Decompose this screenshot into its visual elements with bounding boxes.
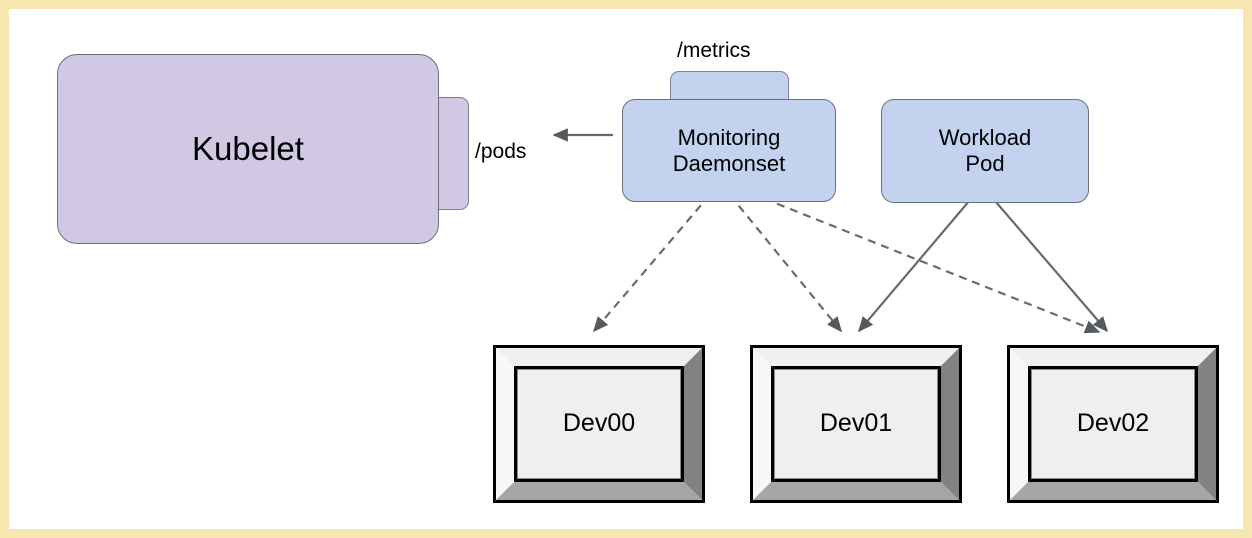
device-inner-panel: Dev01 [774,369,938,479]
device-face-left [1007,345,1031,503]
monitoring-daemonset-label: Monitoring Daemonset [672,124,786,176]
device-face-top [1007,345,1219,369]
device-label: Dev02 [1076,409,1150,438]
workload-pod-node[interactable]: Workload Pod [881,99,1089,203]
edge-monitoring-to-dev01 [720,183,842,333]
kubelet-label: Kubelet [192,129,304,167]
device-face-top [493,345,705,369]
device-face-right [681,345,705,503]
device-label: Dev01 [819,409,893,438]
device-face-bottom [1007,479,1219,503]
metrics-endpoint-label: /metrics [677,39,751,62]
edge-workload-to-dev01 [858,186,982,333]
device-node-dev02[interactable]: Dev02 [1007,345,1219,503]
diagram-stage: Kubelet /pods /metrics Monitoring Daemon… [9,9,1243,529]
pods-endpoint-label: /pods [475,140,527,163]
edge-monitoring-to-dev02 [724,181,1101,334]
device-face-left [493,345,517,503]
device-inner-panel: Dev00 [517,369,681,479]
device-node-dev01[interactable]: Dev01 [750,345,962,503]
device-face-right [1195,345,1219,503]
device-face-bottom [750,479,962,503]
edge-monitoring-to-dev00 [593,183,720,333]
device-node-dev00[interactable]: Dev00 [493,345,705,503]
kubelet-body[interactable]: Kubelet [57,54,439,244]
device-face-top [750,345,962,369]
workload-pod-label: Workload Pod [938,125,1032,176]
device-face-bottom [493,479,705,503]
device-inner-panel: Dev02 [1031,369,1195,479]
device-face-right [938,345,962,503]
monitoring-daemonset-body[interactable]: Monitoring Daemonset [622,99,836,202]
edge-layer [552,128,1109,334]
edge-workload-to-dev02 [982,186,1109,333]
device-label: Dev00 [562,409,636,438]
device-face-left [750,345,774,503]
